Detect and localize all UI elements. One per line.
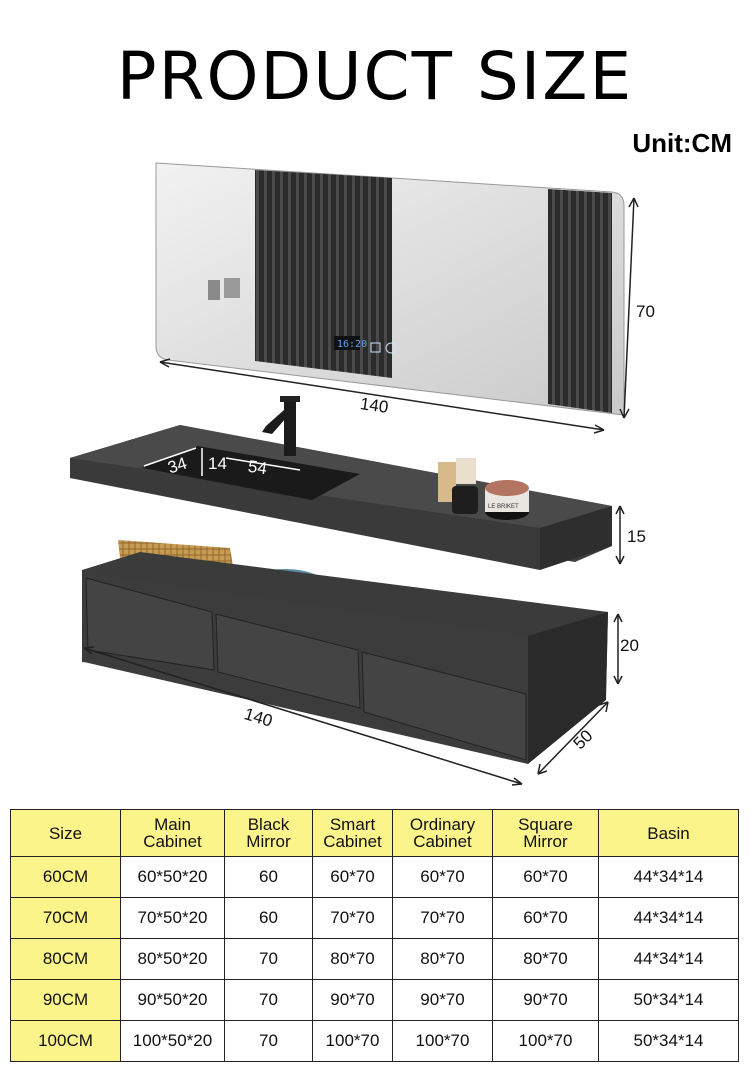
size-cell: 70CM bbox=[10, 897, 121, 939]
table-cell: 60 bbox=[224, 856, 313, 898]
table-cell: 70*70 bbox=[312, 897, 393, 939]
basin-dimension-lines bbox=[143, 447, 301, 476]
size-cell: 60CM bbox=[10, 856, 121, 898]
unit-label: Unit:CM bbox=[632, 128, 732, 158]
table-row: 70CM 70*50*20 60 70*70 70*70 60*70 44*34… bbox=[10, 897, 739, 939]
table-cell: 100*70 bbox=[392, 1020, 493, 1062]
table-cell: 100*70 bbox=[492, 1020, 599, 1062]
table-cell: 90*50*20 bbox=[120, 979, 225, 1021]
smart-mirror: 16:20 bbox=[155, 162, 625, 416]
vanity-dimension-lines bbox=[83, 505, 625, 786]
table-cell: 60 bbox=[224, 897, 313, 939]
table-cell: 90*70 bbox=[312, 979, 393, 1021]
accessories: LE BRIKET bbox=[438, 458, 529, 520]
table-cell: 60*70 bbox=[392, 856, 493, 898]
table-cell: 100*70 bbox=[312, 1020, 393, 1062]
mirror-clock: 16:20 bbox=[337, 339, 367, 350]
table-cell: 60*70 bbox=[492, 856, 599, 898]
mirror-touch-icon bbox=[370, 342, 381, 353]
table-cell: 60*50*20 bbox=[120, 856, 225, 898]
size-cell: 80CM bbox=[10, 938, 121, 980]
table-cell: 70*50*20 bbox=[120, 897, 225, 939]
basin-length-label: 54 bbox=[246, 456, 269, 479]
drawer-1 bbox=[85, 577, 215, 671]
table-cell: 44*34*14 bbox=[598, 897, 739, 939]
top-height-label: 15 bbox=[627, 527, 646, 546]
table-cell: 80*70 bbox=[392, 938, 493, 980]
table-cell: 70 bbox=[224, 938, 313, 980]
table-cell: 70 bbox=[224, 1020, 313, 1062]
page-title: PRODUCT SIZE bbox=[116, 38, 634, 115]
product-illustration: 16:20 LE BRIKET bbox=[70, 162, 639, 786]
mirror-dimension-lines bbox=[159, 197, 639, 434]
table-cell: 44*34*14 bbox=[598, 856, 739, 898]
cabinet-height-label: 20 bbox=[620, 636, 639, 655]
size-cell: 100CM bbox=[10, 1020, 121, 1062]
table-cell: 90*70 bbox=[392, 979, 493, 1021]
table-cell: 70*70 bbox=[392, 897, 493, 939]
faucet bbox=[262, 396, 300, 456]
mirror-height-label: 70 bbox=[636, 302, 655, 321]
table-row: 60CM 60*50*20 60 60*70 60*70 60*70 44*34… bbox=[10, 856, 739, 898]
table-row: 100CM 100*50*20 70 100*70 100*70 100*70 … bbox=[10, 1020, 739, 1062]
drawer-2 bbox=[215, 613, 361, 709]
header-basin: Basin bbox=[598, 809, 739, 857]
table-cell: 80*50*20 bbox=[120, 938, 225, 980]
basin bbox=[142, 446, 360, 500]
table-cell: 60*70 bbox=[492, 897, 599, 939]
basin-depth-label: 14 bbox=[208, 454, 227, 473]
table-row: 80CM 80*50*20 70 80*70 80*70 80*70 44*34… bbox=[10, 938, 739, 980]
size-cell: 90CM bbox=[10, 979, 121, 1021]
table-cell: 90*70 bbox=[492, 979, 599, 1021]
mirror-power-icon bbox=[385, 342, 397, 354]
header-size: Size bbox=[10, 809, 121, 857]
table-cell: 80*70 bbox=[312, 938, 393, 980]
wall-switch bbox=[208, 280, 220, 300]
wall-socket bbox=[224, 278, 240, 298]
mirror-width-label: 140 bbox=[358, 394, 390, 417]
table-cell: 70 bbox=[224, 979, 313, 1021]
table-cell: 50*34*14 bbox=[598, 979, 739, 1021]
mirror-clock-display bbox=[334, 336, 360, 350]
table-cell: 50*34*14 bbox=[598, 1020, 739, 1062]
table-row: 90CM 90*50*20 70 90*70 90*70 90*70 50*34… bbox=[10, 979, 739, 1021]
table-cell: 60*70 bbox=[312, 856, 393, 898]
product-label: LE BRIKET bbox=[488, 504, 519, 510]
vanity-cabinet bbox=[82, 552, 608, 764]
table-cell: 100*50*20 bbox=[120, 1020, 225, 1062]
table-cell: 44*34*14 bbox=[598, 938, 739, 980]
table-cell: 80*70 bbox=[492, 938, 599, 980]
drawer-3 bbox=[361, 651, 527, 761]
